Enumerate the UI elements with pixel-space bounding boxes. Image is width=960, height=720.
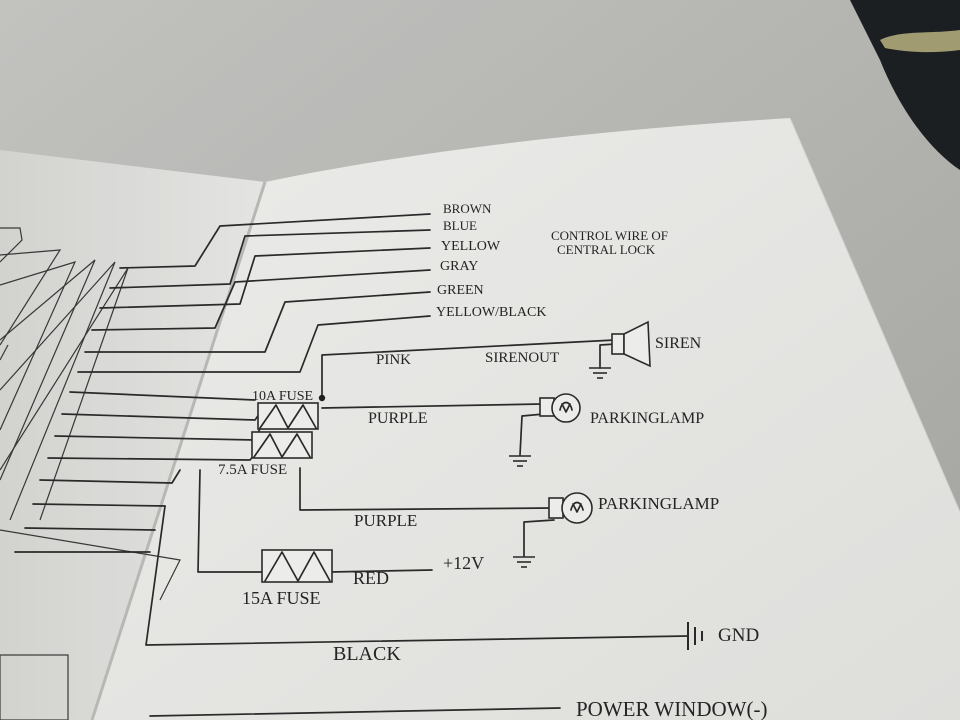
label-yellow-black: YELLOW/BLACK [436,305,546,320]
fuse-15a-symbol [261,549,333,583]
parking-lamp-icon [539,393,581,423]
label-black: BLACK [333,643,401,665]
junction-dot [318,394,326,402]
wire-gray [91,269,431,331]
label-purple-2: PURPLE [354,511,417,530]
label-red: RED [353,568,389,588]
left-page-wires [0,227,181,720]
note-central-lock-line2: CENTRAL LOCK [557,242,656,257]
page-gutter [90,181,267,720]
fuse-7-5a-symbol [251,431,313,459]
wire-yellow [99,247,431,309]
fabric-fringe [880,30,960,53]
label-siren: SIREN [655,335,702,352]
label-purple-1: PURPLE [368,410,428,427]
note-central-lock-line1: CONTROL WIRE OF [551,228,668,243]
label-parking-lamp-1: PARKINGLAMP [590,410,704,427]
fuse-10a-symbol [257,402,319,430]
wire-green [84,291,431,353]
label-power-window: POWER WINDOW(-) [576,697,767,720]
label-gnd: GND [718,625,759,646]
label-pink: PINK [376,352,411,368]
parking-lamp-icon [548,492,593,524]
wire-brown [119,213,431,269]
siren-icon [611,320,651,368]
label-fuse-15a: 15A FUSE [242,588,321,608]
harness-wires [14,213,431,553]
wire-yellow-black [77,315,431,373]
label-12v: +12V [443,553,484,573]
label-gray: GRAY [440,259,478,274]
ground-bar-icon [687,622,703,650]
label-brown: BROWN [443,201,492,216]
label-fuse-10a: 10A FUSE [252,389,313,404]
label-blue: BLUE [443,218,477,233]
left-page [0,150,265,720]
main-circuit [145,339,689,717]
label-yellow: YELLOW [441,239,501,254]
wire-blue [109,229,431,289]
label-green: GREEN [437,283,484,298]
label-sirenout: SIRENOUT [485,350,559,366]
label-parking-lamp-2: PARKINGLAMP [598,494,719,513]
label-fuse-7-5a: 7.5A FUSE [218,462,287,478]
